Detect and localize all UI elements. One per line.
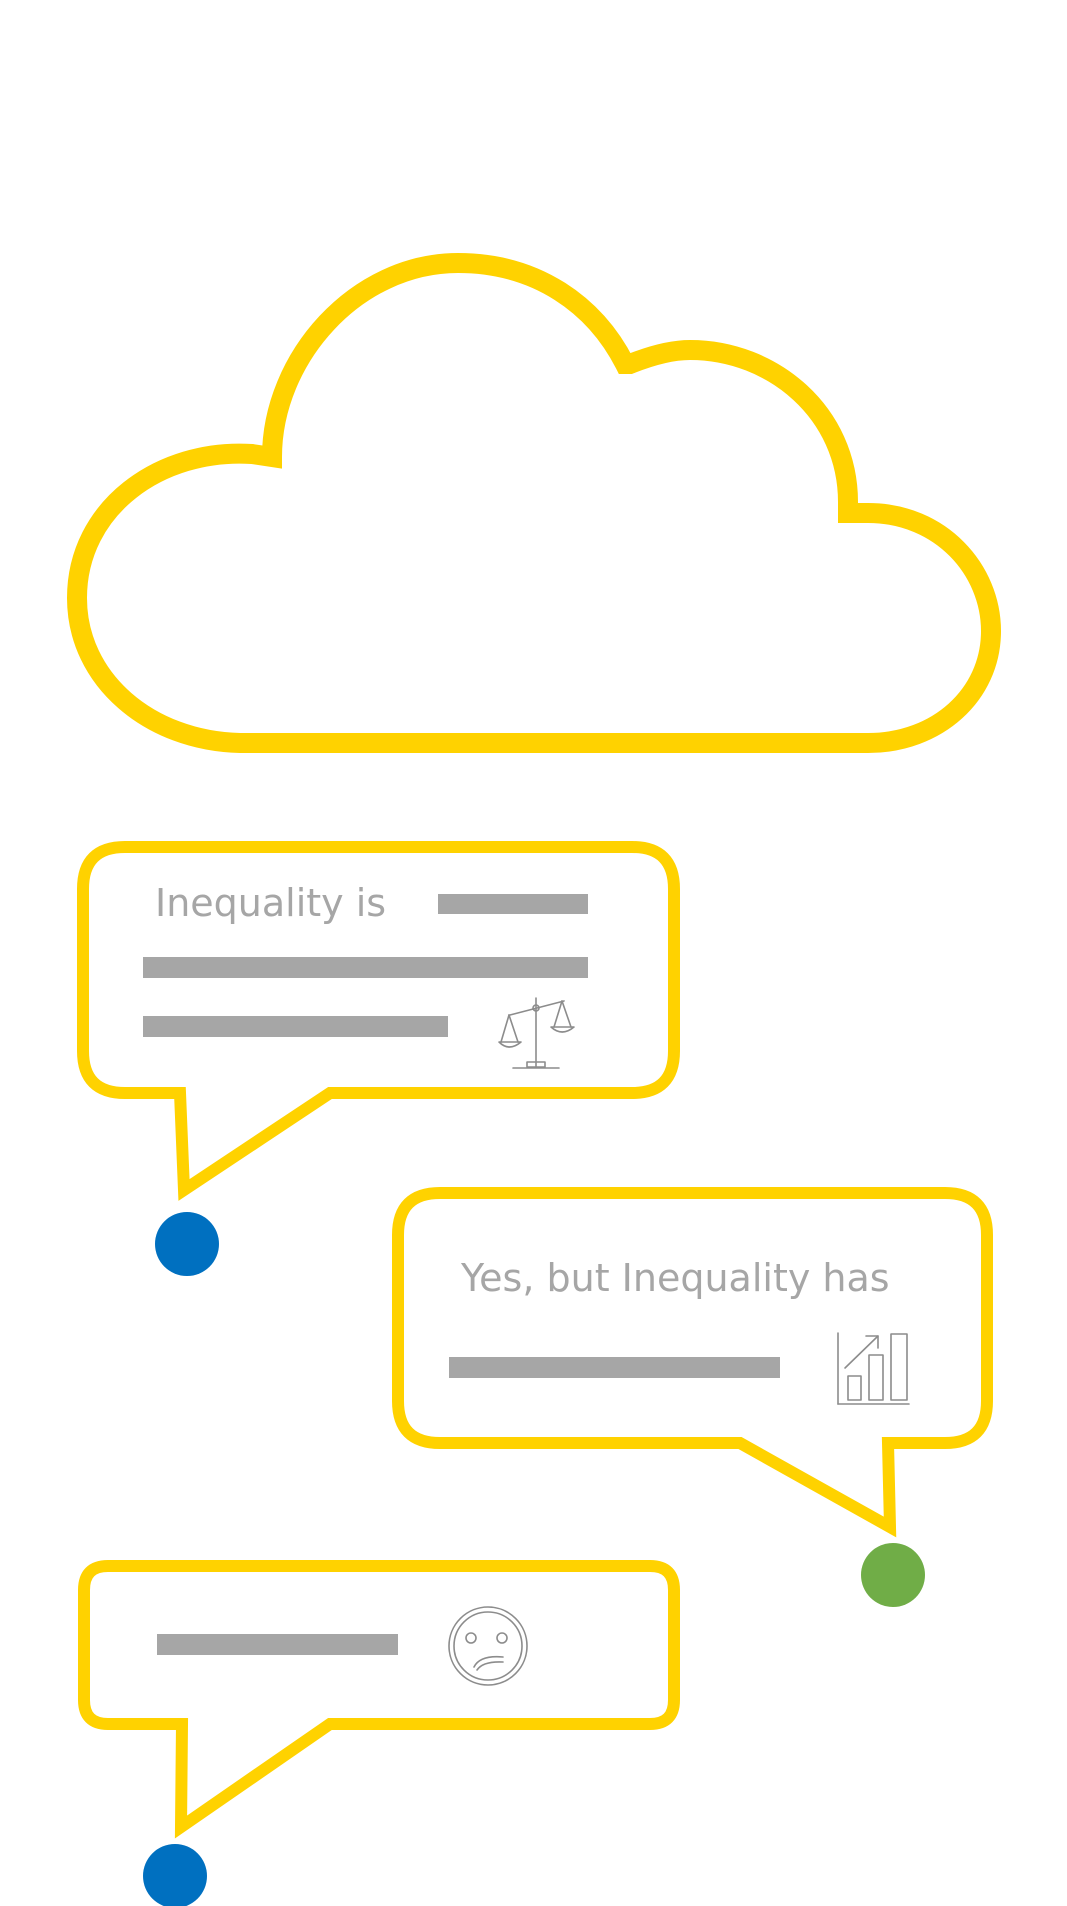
speaker-dot-blue <box>155 1212 219 1276</box>
blank-placeholder-bar <box>438 894 588 914</box>
confused-face-icon <box>448 1606 528 1686</box>
speech-bubble-2: Yes, but Inequality has <box>392 1187 993 1538</box>
bubble-1-text: Inequality is <box>155 881 386 925</box>
growth-chart-icon <box>837 1332 910 1405</box>
blank-placeholder-bar <box>143 957 588 978</box>
bubble-3-outline <box>78 1560 680 1839</box>
bubble-2-text: Yes, but Inequality has <box>460 1256 890 1300</box>
scales-icon <box>498 997 575 1069</box>
blank-placeholder-bar <box>449 1357 780 1378</box>
blank-placeholder-bar <box>157 1634 398 1655</box>
speaker-dot-green <box>861 1543 925 1607</box>
speaker-dot-blue <box>143 1844 207 1906</box>
thought-cloud <box>66 252 1002 753</box>
blank-placeholder-bar <box>143 1016 448 1037</box>
speech-bubble-3 <box>78 1560 680 1839</box>
cloud-outline <box>66 252 1002 753</box>
speech-bubble-1: Inequality is <box>77 841 680 1201</box>
